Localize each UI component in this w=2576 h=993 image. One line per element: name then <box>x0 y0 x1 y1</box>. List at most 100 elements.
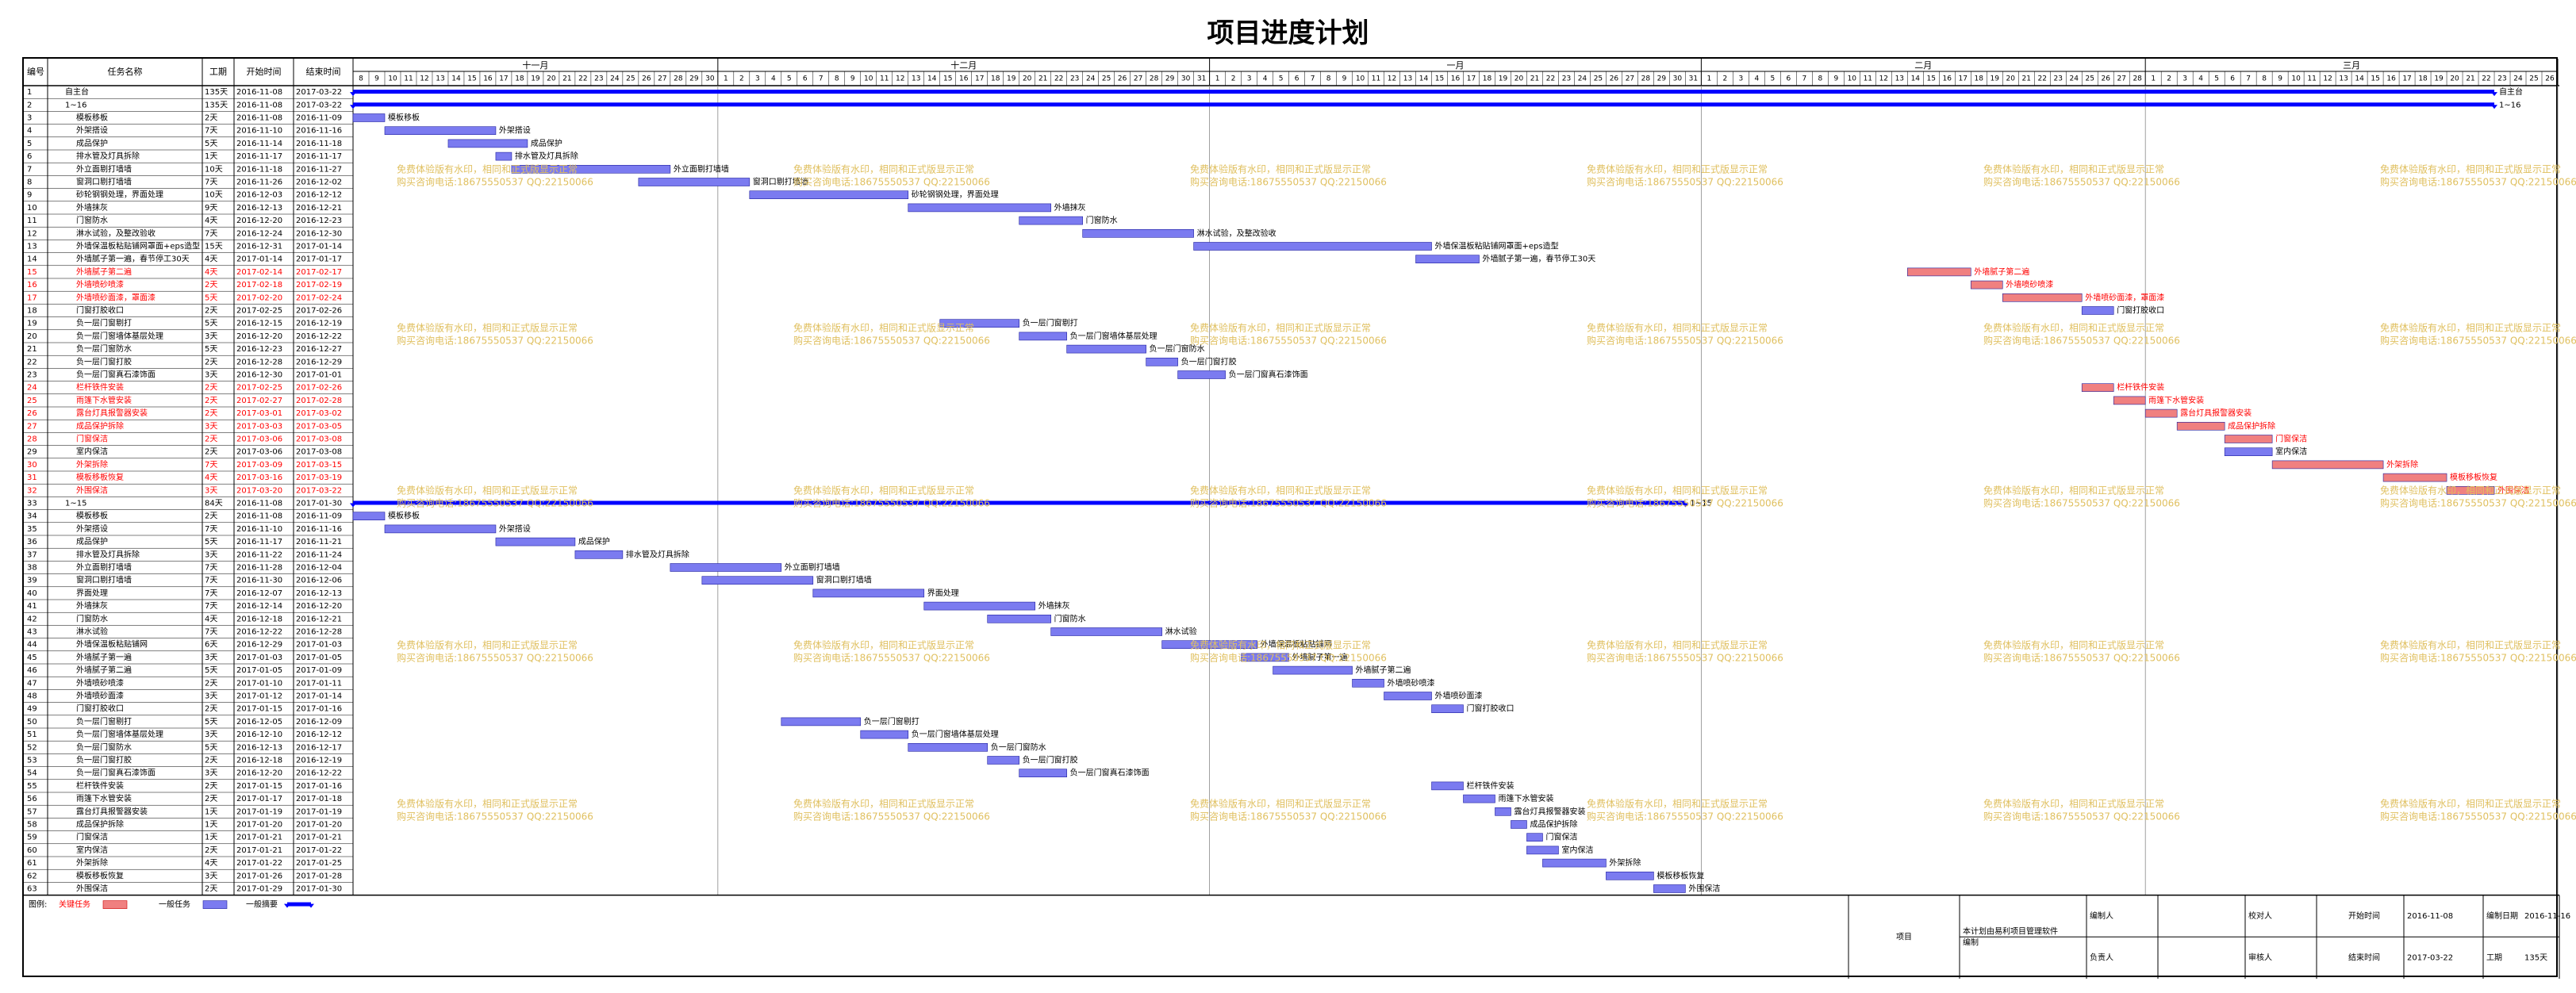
task-start: 2016-12-10 <box>236 730 282 739</box>
task-bar <box>352 512 386 521</box>
task-end: 2017-03-22 <box>296 88 342 97</box>
day-number: 22 <box>2038 75 2047 83</box>
day-number: 15 <box>943 75 952 83</box>
footer-auditor-label: 审核人 <box>2248 953 2272 963</box>
day-number: 3 <box>755 75 760 83</box>
bar-label: 负一层门窗剔打 <box>1023 318 1078 328</box>
bar-label: 门窗防水 <box>1086 215 1118 225</box>
bar-label: 成品保护 <box>531 138 562 148</box>
task-start: 2017-01-15 <box>236 782 282 791</box>
day-number: 16 <box>1451 75 1461 83</box>
watermark-text: 购买咨询电话:18675550537 QQ:22150066 <box>1587 335 1783 347</box>
task-name: 外架拆除 <box>76 459 108 470</box>
watermark-text: 免费体验版有水印，相同和正式版显示正常 <box>2380 163 2561 175</box>
task-bar <box>860 730 909 739</box>
task-id: 26 <box>27 409 37 418</box>
watermark-text: 免费体验版有水印，相同和正式版显示正常 <box>1587 485 1768 496</box>
task-name: 栏杆铁件安装 <box>76 780 124 791</box>
task-end: 2016-12-28 <box>296 628 342 637</box>
watermark-text: 购买咨询电话:18675550537 QQ:22150066 <box>397 497 593 509</box>
watermark-text: 购买咨询电话:18675550537 QQ:22150066 <box>1587 497 1783 509</box>
task-name: 室内保洁 <box>76 845 108 855</box>
task-name: 成品保护拆除 <box>76 819 124 830</box>
task-duration: 5天 <box>205 718 217 727</box>
task-bar <box>781 717 862 727</box>
day-number: 31 <box>1197 75 1206 83</box>
watermark-text: 购买咨询电话:18675550537 QQ:22150066 <box>397 652 593 664</box>
task-bar <box>1082 229 1194 238</box>
task-start: 2016-12-22 <box>236 628 282 637</box>
task-id: 5 <box>27 140 32 148</box>
task-duration: 2天 <box>205 705 217 714</box>
day-number: 8 <box>1326 75 1331 83</box>
task-end: 2017-01-05 <box>296 654 342 662</box>
task-duration: 2天 <box>205 512 217 521</box>
day-number: 24 <box>2069 75 2079 83</box>
bar-label: 室内保洁 <box>2275 447 2307 457</box>
watermark-text: 购买咨询电话:18675550537 QQ:22150066 <box>2380 176 2576 188</box>
day-number: 19 <box>1499 75 1508 83</box>
legend-summary-marker <box>284 903 290 908</box>
task-end: 2017-02-26 <box>296 384 342 393</box>
task-bar <box>1066 344 1146 354</box>
task-name: 门窗保洁 <box>76 832 108 842</box>
task-id: 44 <box>27 641 37 650</box>
task-end: 2016-12-29 <box>296 358 342 366</box>
watermark-text: 免费体验版有水印，相同和正式版显示正常 <box>397 485 578 496</box>
task-start: 2017-01-21 <box>236 846 282 855</box>
task-duration: 2天 <box>205 885 217 894</box>
day-number: 23 <box>1070 75 1079 83</box>
task-start: 2017-03-06 <box>236 448 282 457</box>
task-name: 外架搭设 <box>76 125 108 136</box>
bar-label: 负一层门窗墙体基层处理 <box>912 729 999 739</box>
task-duration: 2天 <box>205 448 217 457</box>
task-bar <box>1906 267 1971 277</box>
task-end: 2016-11-24 <box>296 550 342 559</box>
bar-label: 外立面剔打墙墙 <box>785 562 840 573</box>
task-bar <box>384 524 497 534</box>
task-name: 外墙腻子第二遍 <box>76 665 132 675</box>
task-name: 负一层门窗防水 <box>76 742 132 752</box>
watermark-text: 购买咨询电话:18675550537 QQ:22150066 <box>793 176 990 188</box>
day-number: 6 <box>1786 75 1791 83</box>
day-number: 19 <box>1991 75 2000 83</box>
bar-label: 自主台 <box>2499 86 2523 97</box>
task-name: 模板移板 <box>76 113 108 123</box>
task-id: 8 <box>27 178 32 187</box>
task-end: 2017-02-19 <box>296 281 342 289</box>
day-number: 2 <box>1231 75 1236 83</box>
task-id: 33 <box>27 500 37 508</box>
task-end: 2016-12-04 <box>296 564 342 573</box>
task-bar <box>908 203 1051 213</box>
bar-label: 负一层门窗打胶 <box>1023 755 1078 765</box>
task-bar <box>1606 872 1654 880</box>
day-number: 25 <box>626 75 635 83</box>
bar-label: 淋水试验，及整改验收 <box>1197 228 1276 238</box>
task-name: 砂轮钢钢处理，界面处理 <box>76 190 163 200</box>
task-duration: 7天 <box>205 461 217 470</box>
task-duration: 3天 <box>205 872 217 880</box>
task-name: 成品保护 <box>76 536 108 546</box>
task-end: 2017-03-19 <box>296 473 342 482</box>
bar-label: 负一层门窗墙体基层处理 <box>1070 331 1157 341</box>
task-start: 2017-02-27 <box>236 397 282 405</box>
task-start: 2016-11-22 <box>236 550 282 559</box>
task-duration: 3天 <box>205 692 217 701</box>
task-duration: 5天 <box>205 320 217 328</box>
task-bar <box>1019 769 1067 778</box>
task-name: 负一层门窗墙体基层处理 <box>76 331 163 341</box>
task-id: 40 <box>27 589 37 598</box>
footer-software: 编制 <box>1963 937 1979 947</box>
task-end: 2017-01-03 <box>296 641 342 650</box>
bar-label: 负一层门窗防水 <box>1150 343 1205 354</box>
bar-label: 窗洞口剔打墙墙 <box>753 177 808 187</box>
task-bar <box>1431 781 1464 791</box>
task-name: 外围保洁 <box>76 884 108 894</box>
day-number: 27 <box>1626 75 1634 83</box>
task-name: 室内保洁 <box>76 447 108 457</box>
day-number: 15 <box>1435 75 1444 83</box>
day-number: 26 <box>1118 75 1127 83</box>
task-end: 2016-11-21 <box>296 538 342 546</box>
summary-start-marker <box>350 105 356 109</box>
task-id: 45 <box>27 654 37 662</box>
